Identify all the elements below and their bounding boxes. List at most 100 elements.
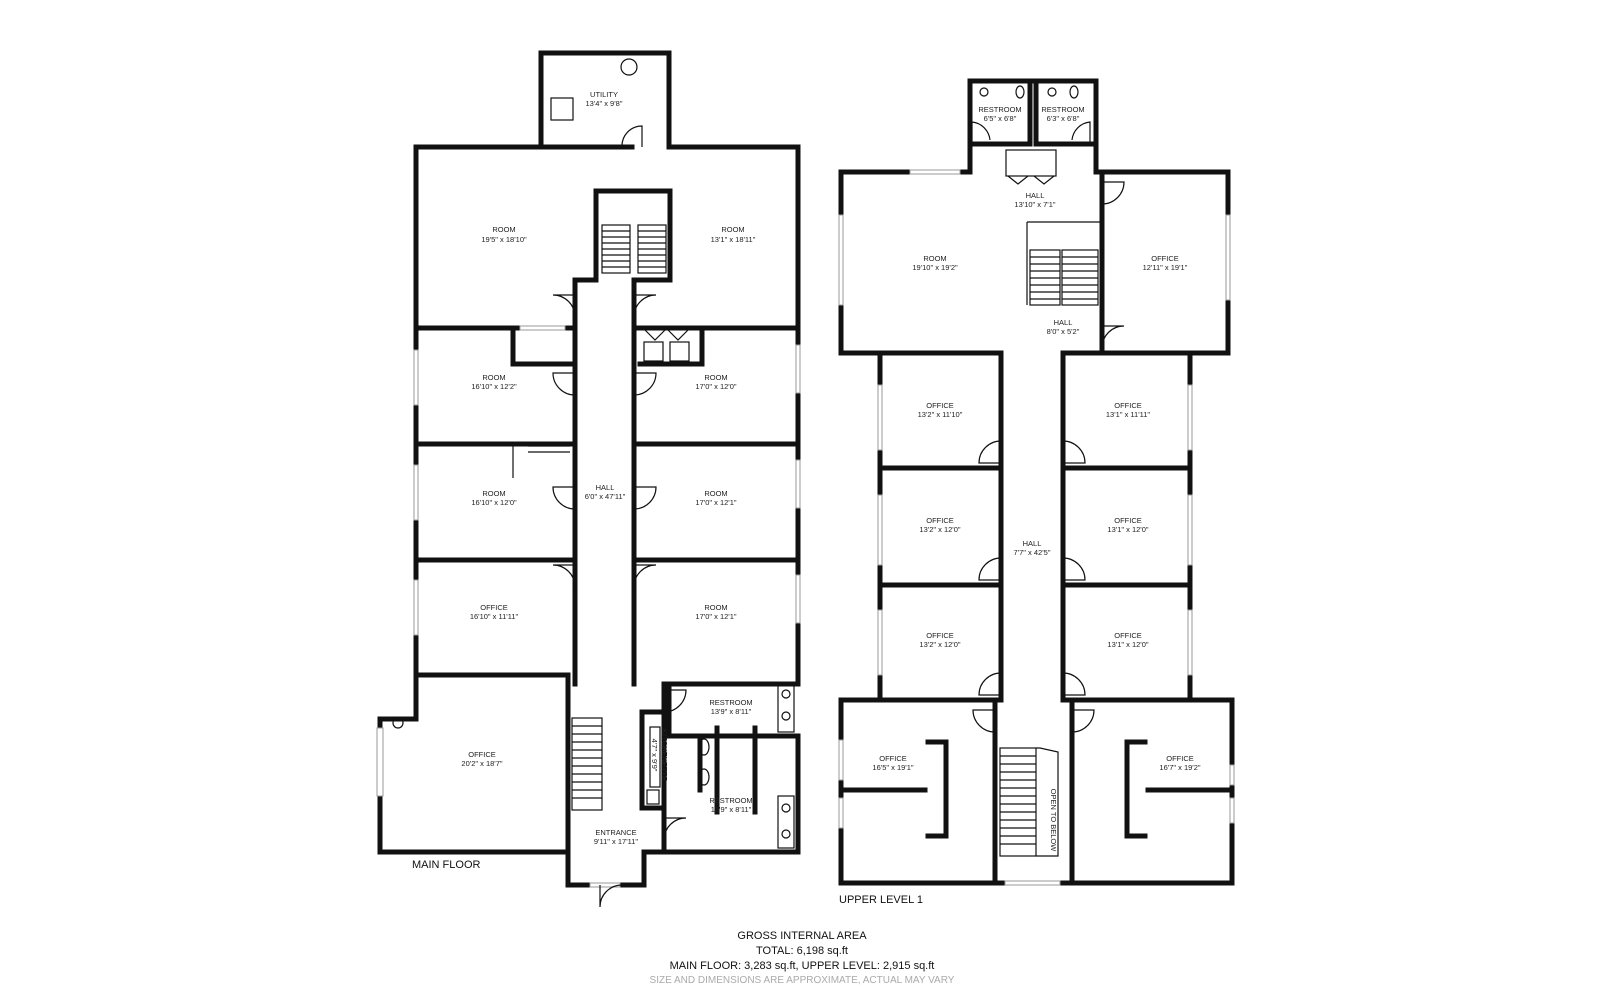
room-dims: 20'2" x 18'7" — [461, 759, 502, 768]
window — [1004, 880, 1061, 886]
room-name: UTILITY — [590, 90, 618, 99]
toilet-icon — [698, 768, 710, 786]
upper-door-swings — [972, 181, 1125, 733]
room-dims: 16'10" x 11'11" — [470, 612, 519, 621]
room-dims: 19'10" x 19'2" — [912, 263, 958, 272]
fridge-icon — [646, 789, 660, 805]
bifold-door-icon[interactable] — [644, 329, 689, 341]
main-stairs-entrance — [571, 717, 603, 811]
sink-counter-icon — [777, 683, 795, 733]
room-dims: 13'1" x 12'0" — [1107, 640, 1148, 649]
room-dims: 13'2" x 12'0" — [919, 525, 960, 534]
room-dims: 8'0" x 5'2" — [1047, 327, 1080, 336]
room-name: RESTROOM — [709, 796, 752, 805]
summary-disclaimer: SIZE AND DIMENSIONS ARE APPROXIMATE, ACT… — [650, 975, 955, 986]
door-swing — [971, 121, 991, 142]
window — [413, 349, 419, 406]
closet-bracket-right — [1124, 739, 1148, 839]
room-dims: 13'1" x 18'11" — [711, 235, 756, 244]
room-dims: 9'11" x 17'11" — [594, 837, 639, 846]
water-heater-icon — [550, 97, 574, 121]
utility-door-icon[interactable] — [621, 125, 643, 148]
upper-right-office-walls — [1060, 465, 1193, 703]
room-name: HALL — [1054, 318, 1073, 327]
toilet-icon — [1015, 85, 1025, 99]
room-dims: 6'5" x 6'8" — [984, 114, 1017, 123]
toilet-icon — [1069, 85, 1079, 99]
bifold-door-icon[interactable] — [1007, 175, 1055, 185]
room-dims: 13'9" x 8'11" — [711, 707, 752, 716]
room-dims: 13'9" x 8'11" — [711, 805, 752, 814]
closet-wall — [510, 325, 578, 367]
room-name: ROOM — [923, 254, 946, 263]
restroom-block-wall — [967, 78, 1095, 147]
main-stairs-top — [601, 224, 667, 274]
upper-stairs-lower — [999, 747, 1059, 857]
room-dims: 13'2" x 12'0" — [919, 640, 960, 649]
stair-enclosure-wall — [593, 188, 673, 283]
upper-stairs-top — [1026, 221, 1103, 306]
summary-levels: MAIN FLOOR: 3,283 sq.ft, UPPER LEVEL: 2,… — [670, 960, 935, 972]
toilet-icon — [698, 738, 710, 756]
room-dims: 13'1" x 12'0" — [1107, 525, 1148, 534]
window — [909, 169, 961, 175]
room-name: ROOM — [721, 225, 744, 234]
dryer-icon — [669, 341, 690, 362]
sink-icon — [781, 803, 791, 813]
boiler-icon — [620, 58, 638, 76]
area-summary: GROSS INTERNAL AREA TOTAL: 6,198 sq.ft M… — [650, 930, 955, 986]
room-name: ROOM — [482, 373, 505, 382]
room-name: ROOM — [492, 225, 515, 234]
kitchenette-wall — [639, 709, 667, 811]
window — [1225, 214, 1231, 301]
upper-hall-walls — [998, 350, 1066, 703]
room-dims: 13'2" x 11'10" — [918, 410, 963, 419]
room-name: OFFICE — [1151, 254, 1179, 263]
window — [877, 494, 883, 566]
room-dims: 17'0" x 12'1" — [695, 612, 736, 621]
window — [1229, 764, 1235, 786]
window — [413, 464, 419, 521]
window — [838, 797, 844, 829]
window — [1229, 797, 1235, 824]
room-name: OFFICE — [879, 754, 907, 763]
room-dims: 19'5" x 18'10" — [481, 235, 527, 244]
room-name: OFFICE — [468, 750, 496, 759]
main-floor-label: MAIN FLOOR — [412, 859, 481, 871]
room-name: ROOM — [704, 373, 727, 382]
upper-level-label: UPPER LEVEL 1 — [839, 894, 923, 906]
sink-icon — [781, 711, 791, 721]
main-floor-outer-wall — [377, 50, 801, 888]
room-name: OFFICE — [1114, 516, 1142, 525]
room-dims: 16'5" x 19'1" — [872, 763, 913, 772]
room-name: OFFICE — [926, 631, 954, 640]
summary-heading: GROSS INTERNAL AREA — [737, 930, 867, 942]
room-dims: 12'11" x 19'1" — [1143, 263, 1188, 272]
room-name: ROOM — [482, 489, 505, 498]
room-name: OFFICE — [926, 401, 954, 410]
room-name: RESTROOM — [709, 698, 752, 707]
room-name: OFFICE — [1114, 401, 1142, 410]
room-name: ROOM — [704, 603, 727, 612]
room-name: ENTRANCE — [595, 828, 636, 837]
washer-icon — [643, 341, 664, 362]
window — [1187, 494, 1193, 566]
room-dims: 13'4" x 9'8" — [586, 99, 623, 108]
room-name: OFFICE — [480, 603, 508, 612]
room-name: HALL — [1023, 539, 1042, 548]
sink-icon — [1047, 87, 1057, 97]
room-dims: 13'1" x 11'11" — [1106, 410, 1151, 419]
upper-level-plan: RESTROOM 6'5" x 6'8" RESTROOM 6'3" x 6'8… — [838, 78, 1235, 906]
room-name: RESTROOM — [1041, 105, 1084, 114]
door-swings — [552, 294, 687, 908]
room-dims: 17'0" x 12'1" — [695, 498, 736, 507]
window — [838, 739, 844, 781]
window — [877, 384, 883, 451]
lower-hall-walls — [992, 697, 1075, 886]
room-dims: 6'3" x 6'8" — [1047, 114, 1080, 123]
room-name: ROOM — [704, 489, 727, 498]
window — [795, 459, 801, 509]
room-name: OFFICE — [1166, 754, 1194, 763]
window — [795, 574, 801, 624]
